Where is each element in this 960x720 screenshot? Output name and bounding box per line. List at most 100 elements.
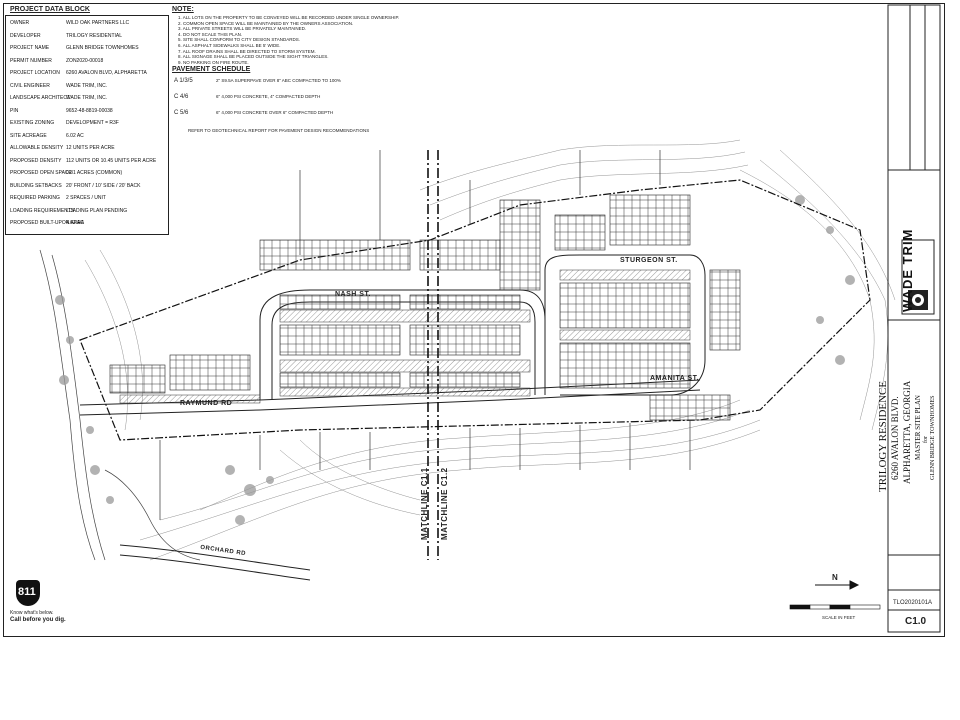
project-data-value: WADE TRIM, INC. [66,95,108,101]
sturgeon-loop-road [544,254,706,396]
topo-contours [84,139,896,561]
project-data-row: BUILDING SETBACKS 20' FRONT / 10' SIDE / … [10,183,166,195]
project-data-value: 6.02 AC [66,132,84,139]
site-plan-drawing [39,4,941,633]
pavement-code: C 4/6 [174,94,189,100]
pavement-desc: 6" 4,000 PSI CONCRETE OVER 6" COMPACTED … [216,110,334,115]
title-sheet-number: C1.0 [905,616,927,627]
pavement-footnote: REFER TO GEOTECHNICAL REPORT FOR PAVEMEN… [188,128,370,133]
street-label-nash: NASH ST. [335,291,371,298]
project-data-row: PERMIT NUMBER ZON2020-00018 [10,58,166,70]
orchard-road-path [119,544,311,571]
project-data-value: 112 UNITS OR 10.45 UNITS PER ACRE [66,157,157,164]
title-for: for [923,436,929,443]
project-data-label: PROPOSED DENSITY [10,157,62,164]
project-data-value: 20' FRONT / 10' SIDE / 20' BACK [66,182,141,189]
project-data-label: OWNER [10,20,30,26]
project-data-value: 4.62 AC [66,220,84,226]
title-block-frame [887,4,941,633]
sheet-border [3,3,945,637]
project-data-label: PERMIT NUMBER [10,57,52,64]
title-address: 6260 AVALON BLVD. [890,396,900,480]
project-data-row: PIN 9652-48-8819-00038 [10,108,166,120]
project-data-label: LANDSCAPE ARCHITECT [10,95,71,101]
north-label: N [832,573,838,582]
project-data-value: WADE TRIM, INC. [66,82,108,89]
project-data-label: PROPOSED BUILT-UPON AREA [10,220,85,226]
project-data-value: ZON2020-00018 [66,57,104,64]
project-data-label: LOADING REQUIREMENTS [10,207,75,214]
note-item: 4. DO NOT SCALE THIS PLAN. [178,31,243,37]
tree-line-left [39,249,201,561]
street-label-raymund: RAYMUND RD [180,400,233,407]
street-label-sturgeon: STURGEON ST. [620,257,678,264]
project-data-value: GLENN BRIDGE TOWNHOMES [66,45,139,51]
project-data-label: SITE ACREAGE [10,132,47,139]
project-data-row: OWNER WILD OAK PARTNERS LLC [10,20,166,32]
project-data-label: DEVELOPER [10,32,41,39]
note-item: 6. ALL ASPHALT SIDEWALKS SHALL BE 5' WID… [178,43,281,48]
adjacent-parcel-lines [159,150,691,520]
note-item: 5. SITE SHALL CONFORM TO CITY DESIGN STA… [178,37,301,43]
pavement-desc: 6" 4,000 PSI CONCRETE, 4" COMPACTED DEPT… [216,94,321,99]
note-item: 1. ALL LOTS ON THE PROPERTY TO BE CONVEY… [178,15,400,20]
callout-811-line2: Call before you dig. [10,617,66,623]
title-firm: WADE TRIM [900,228,915,312]
pavement-schedule: PAVEMENT SCHEDULE A 1/3/5 2" S9.5A SUPERP… [172,66,432,136]
project-data-row: DEVELOPER TRILOGY RESIDENTIAL [10,33,166,45]
callout-811-line1: Know what's below. [10,610,54,616]
project-data-value: 2 SPACES / UNIT [66,195,106,201]
title-project: TRILOGY RESIDENCE [877,380,889,492]
project-data-label: CIVIL ENGINEER [10,82,50,89]
project-data-row: REQUIRED PARKING 2 SPACES / UNIT [10,195,166,207]
project-data-value: LOADING PLAN PENDING [66,207,128,214]
pavement-code: C 5/6 [174,110,189,116]
townhome-lots [109,194,741,421]
notes-block: NOTE: 1. ALL LOTS ON THE PROPERTY TO BE … [172,6,432,66]
matchline-left-label: MATCHLINE C1.1 [420,467,429,540]
project-data-value: 9652-48-8819-00038 [66,107,113,114]
project-data-value: 0.81 ACRES (COMMON) [66,170,123,176]
note-item: 7. ALL ROOF DRAINS SHALL BE DIRECTED TO … [178,48,316,54]
title-city: ALPHARETTA, GEORGIA [902,380,912,484]
note-item: 8. ALL SIGNAGE SHALL BE PLACED OUTSIDE T… [178,54,329,60]
project-data-value: WILD OAK PARTNERS LLC [66,20,130,26]
scale-label: SCALE IN FEET [822,615,856,620]
project-data-row: SITE ACREAGE 6.02 AC [10,133,166,145]
project-data-label: REQUIRED PARKING [10,195,60,201]
matchline-right-label: MATCHLINE C1.2 [440,467,449,540]
project-data-label: PROPOSED OPEN SPACE [10,170,72,176]
project-data-label: BUILDING SETBACKS [10,182,62,189]
notes-title: NOTE: [172,6,194,13]
scale-bar [789,604,881,610]
project-data-value: TRILOGY RESIDENTIAL [66,32,123,39]
pavement-code: A 1/3/5 [174,78,193,84]
note-item: 9. NO PARKING ON FIRE ROUTE. [178,59,249,65]
callout-811-badge: 811 [16,580,40,606]
project-data-row: PROPOSED DENSITY 112 UNITS OR 10.45 UNITS… [10,158,166,170]
pavement-desc: 2" S9.5A SUPERPAVE OVER 8" ABC COMPACTED… [216,78,341,83]
project-data-value: DEVELOPMENT = R3F [66,120,119,126]
project-data-label: PIN [10,107,19,114]
pavement-title: PAVEMENT SCHEDULE [172,66,251,73]
callout-811: 811 Know what's below. Call before you d… [10,580,80,630]
note-item: 2. COMMON OPEN SPACE WILL BE MAINTAINED … [178,20,354,26]
title-plan: MASTER SITE PLAN [914,395,922,460]
project-data-value: 6260 AVALON BLVD, ALPHARETTA [66,70,147,76]
internal-loop-road [259,289,546,400]
project-data-label: PROJECT LOCATION [10,70,60,76]
street-label-amanita: AMANITA ST. [650,375,700,382]
project-data-row: PROJECT LOCATION 6260 AVALON BLVD, ALPHAR… [10,70,166,82]
title-client: GLENN BRIDGE TOWNHOMES [930,395,936,480]
project-data-row: CIVIL ENGINEER WADE TRIM, INC. [10,83,166,95]
north-arrow [815,580,860,590]
note-item: 3. ALL PRIVATE STREETS WILL BE PRIVATELY… [178,26,307,32]
